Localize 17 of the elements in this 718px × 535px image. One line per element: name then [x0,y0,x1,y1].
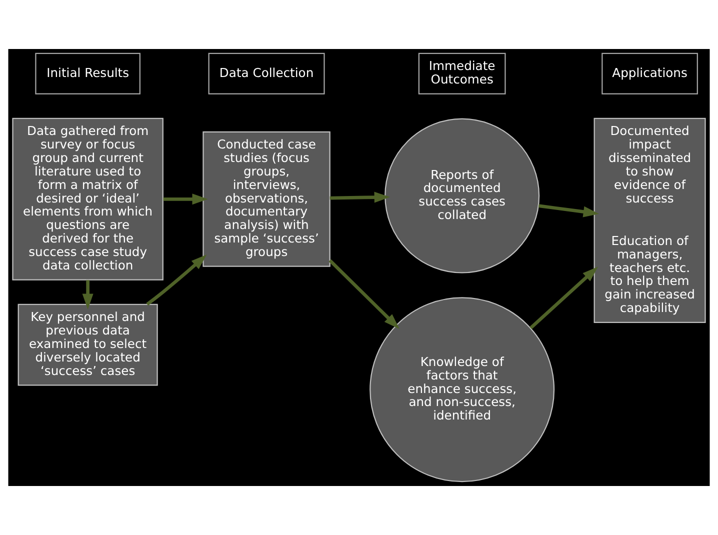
node-box: Immediate Outcomes [418,52,506,94]
node-circle: Knowledge of factors that enhance success, and non-success, identified [370,297,555,482]
arrow [538,204,600,218]
node-box: Applications [602,52,698,94]
node-box: Documented impact disseminated to show evidence of success Education of managers, teachers etc. to help them gain increased capability [594,118,706,323]
node-box: Initial Results [35,52,140,94]
node-box: Data gathered from survey or focus group and current literature used to form a matrix of desired or ‘ideal’ elements from which questions are derived for the success case study data collection [12,118,164,280]
arrow [328,259,400,330]
arrow [163,194,208,205]
arrow [82,280,94,310]
arrow [146,254,207,306]
node-box: Conducted case studies (focus groups, interviews, observations, documentary analysis) with sample ‘success’ groups [202,131,330,267]
node-box: Data Collection [208,52,325,94]
node-box: Key personnel and previous data examined to select diversely located ‘success’ cases [18,304,158,386]
node-circle: Reports of documented success cases collated [384,118,540,274]
arrow [530,266,598,330]
arrow [330,192,390,203]
